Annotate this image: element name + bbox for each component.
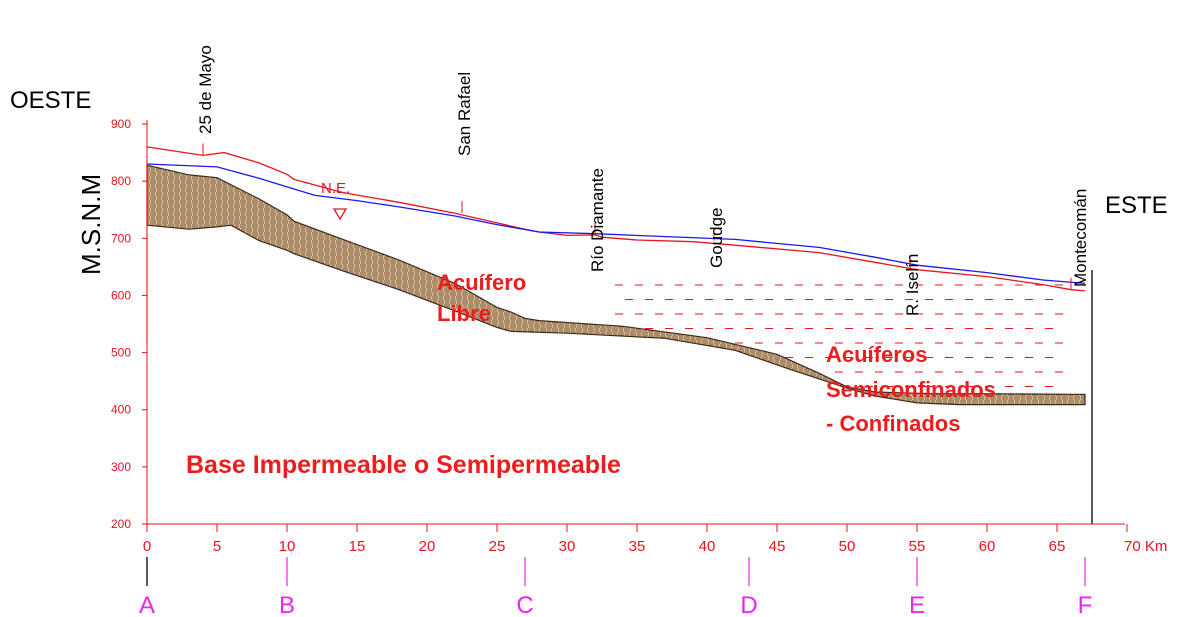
section-point-markers: A B C D E F <box>139 557 1092 617</box>
y-tick-label: 700 <box>111 231 131 245</box>
y-tick-label: 600 <box>111 288 131 302</box>
x-tick-label: 20 <box>419 538 436 555</box>
x-tick-label: 40 <box>699 538 716 555</box>
x-tick-label: 55 <box>909 538 926 555</box>
free-aquifer-label-line2: Libre <box>437 301 491 326</box>
water-level-label: N.E. <box>321 180 350 197</box>
section-label: B <box>279 592 295 617</box>
section-label: E <box>909 592 925 617</box>
x-tick-label: 5 <box>213 538 221 555</box>
axes: 900 800 700 600 500 400 300 200 0 5 10 15 20 25 30 35 40… <box>111 117 1167 555</box>
y-tick-label: 500 <box>111 346 131 360</box>
confined-aquifer-label-line2: Semiconfinados <box>826 377 996 402</box>
x-tick-label: 25 <box>489 538 506 555</box>
x-tick-label: 10 <box>279 538 296 555</box>
east-label: ESTE <box>1105 192 1168 219</box>
west-label: OESTE <box>10 87 91 114</box>
water-table-line <box>146 163 1086 285</box>
x-tick-label: 70 Km <box>1124 538 1167 555</box>
place-label: 25 de Mayo <box>196 45 215 134</box>
y-tick-label: 400 <box>111 403 131 417</box>
section-label: F <box>1078 592 1093 617</box>
place-label: R. Iselín <box>903 254 922 316</box>
layer-band <box>146 164 1086 406</box>
section-label: C <box>516 592 533 617</box>
x-tick-label: 30 <box>559 538 576 555</box>
place-label: Río Diamante <box>588 168 607 272</box>
x-tick-label: 65 <box>1049 538 1066 555</box>
x-tick-label: 60 <box>979 538 996 555</box>
place-label: San Rafael <box>455 72 474 156</box>
confined-aquifer-label-line3: - Confinados <box>826 411 960 436</box>
x-tick-label: 35 <box>629 538 646 555</box>
water-level-triangle-icon <box>332 208 348 221</box>
y-tick-label: 800 <box>111 174 131 188</box>
impermeable-layer-band <box>146 164 1086 406</box>
vertical-axis-title: M.S.N.M <box>76 174 106 275</box>
y-tick-label: 900 <box>111 117 131 131</box>
free-aquifer-label-line1: Acuífero <box>437 270 526 295</box>
base-layer-label: Base Impermeable o Semipermeable <box>186 451 621 479</box>
place-label: Goudge <box>707 208 726 269</box>
x-tick-label: 50 <box>839 538 856 555</box>
y-tick-label: 200 <box>111 517 131 531</box>
x-tick-label: 15 <box>349 538 366 555</box>
section-label: D <box>740 592 757 617</box>
place-label: Montecomán <box>1071 189 1090 287</box>
x-tick-label: 0 <box>143 538 151 555</box>
section-label: A <box>139 592 155 617</box>
x-tick-label: 45 <box>769 538 786 555</box>
confined-aquifer-label-line1: Acuíferos <box>826 342 927 367</box>
y-tick-label: 300 <box>111 460 131 474</box>
ground-surface-line <box>146 146 1086 292</box>
